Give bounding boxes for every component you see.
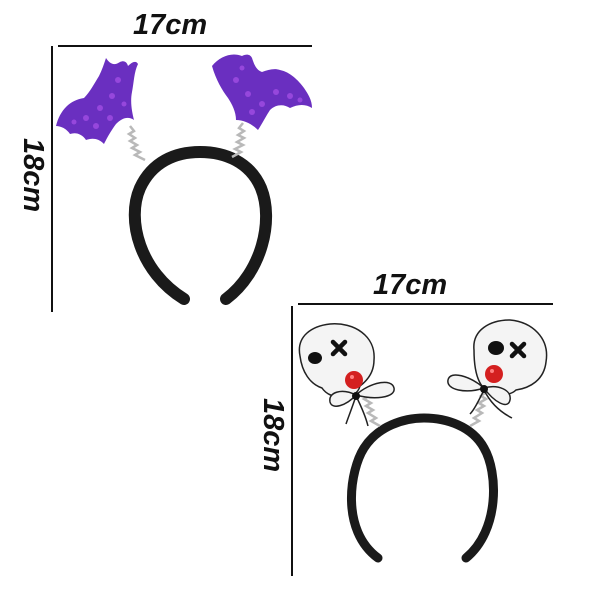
width-dimension-line [298,303,553,305]
height-dimension-line [51,46,53,312]
width-dimension-line [58,45,312,47]
width-label: 17cm [133,9,208,41]
right-bow [447,374,513,419]
left-bat-icon [56,58,138,144]
height-dimension-line [291,306,293,576]
width-label: 17cm [373,269,448,301]
left-skull-icon [298,323,395,427]
spring-right [231,122,247,159]
right-skull-icon [447,319,548,419]
headband-arc [128,145,273,305]
headband-arc [347,413,499,563]
right-bat-icon [212,54,312,130]
spring-right [469,391,489,428]
spring-left [126,125,146,162]
